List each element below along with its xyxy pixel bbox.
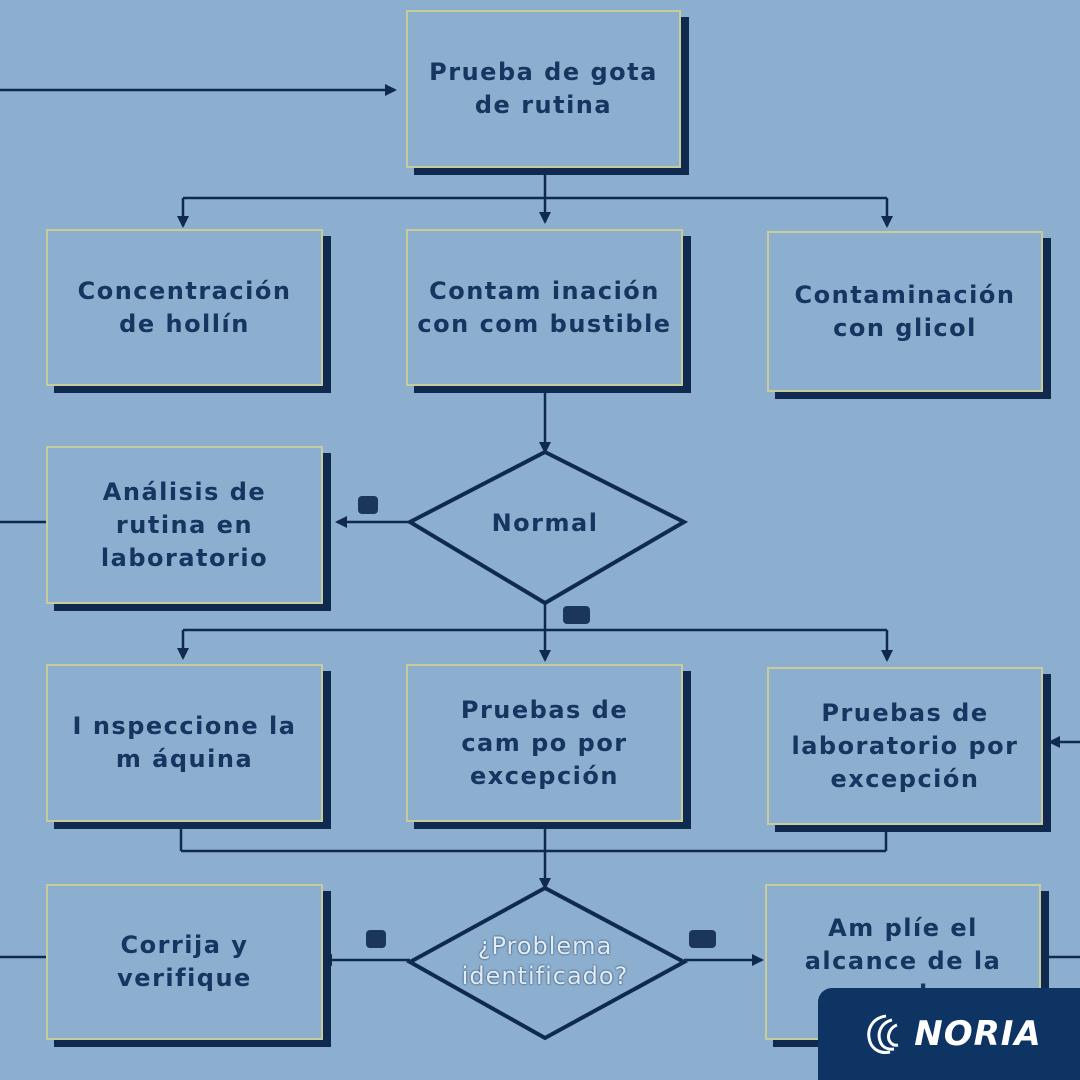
box-label: Análisis de rutina en laboratorio [100,477,269,572]
branch-tag-normal-no: No [563,606,590,624]
decision-diamond-problem [405,885,689,1041]
box-label: Contaminación con glicol [794,280,1016,342]
branch-tag-problem-no: No [689,930,716,948]
decision-label-normal: Normal [491,508,599,537]
box-field-tests-exception: Pruebas de cam po por excepción [406,664,683,822]
box-label: I nspeccione la m áquina [72,712,297,773]
box-routine-drop-test: Prueba de gota de rutina [406,10,681,168]
box-inspect-machine: I nspeccione la m áquina [46,664,323,822]
box-lab-tests-exception: Pruebas de laboratorio por excepción [767,667,1043,825]
box-label: Am plíe el alcance de la prueba [804,914,1002,1008]
branch-tag-problem-yes: Sí [366,930,386,948]
box-label: Pruebas de laboratorio por excepción [791,698,1019,793]
box-correct-verify: Corrija y verifique [46,884,323,1040]
box-label: Pruebas de cam po por excepción [460,695,629,790]
box-label: Contam inación con com bustible [417,276,672,338]
noria-logo-icon [867,1014,899,1054]
box-label: Prueba de gota de rutina [429,58,658,119]
decision-diamond-normal [405,449,689,606]
box-label: Concentración de hollín [77,276,292,338]
brand-badge: NORIA [818,988,1080,1080]
box-fuel-contamination: Contam inación con com bustible [406,229,683,386]
box-soot-concentration: Concentración de hollín [46,229,323,386]
box-label: Corrija y verifique [117,931,252,992]
decision-label-problem: ¿Problema identificado? [461,932,629,990]
branch-tag-normal-yes: Sí [358,496,378,514]
brand-name: NORIA [914,1014,1042,1054]
box-routine-lab-analysis: Análisis de rutina en laboratorio [46,446,323,604]
box-glycol-contamination: Contaminación con glicol [767,231,1043,392]
